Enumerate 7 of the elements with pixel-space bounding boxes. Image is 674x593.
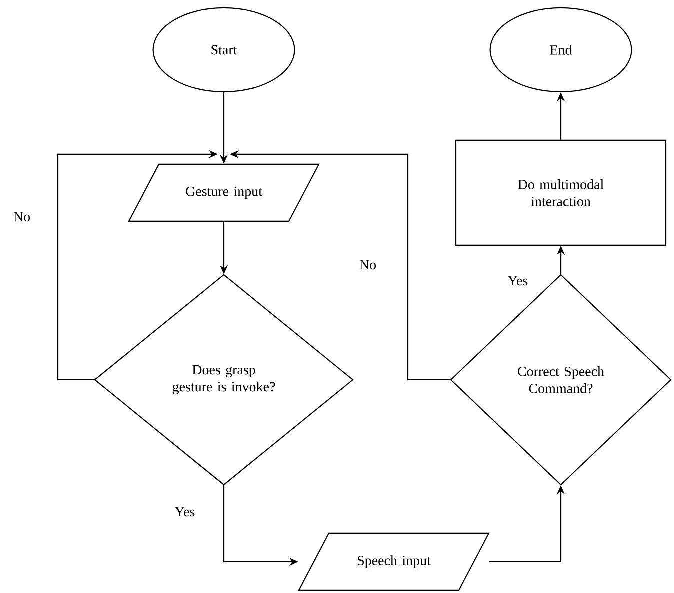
process-box: Do multimodal interaction: [455, 140, 667, 246]
input-parallelogram: Gesture input: [128, 164, 320, 222]
edge-label: Yes: [508, 276, 528, 286]
input-parallelogram: Speech input: [298, 532, 490, 592]
edge-label: Yes: [174, 507, 195, 517]
edge-label: No: [14, 212, 30, 222]
edge-label: No: [360, 260, 376, 270]
